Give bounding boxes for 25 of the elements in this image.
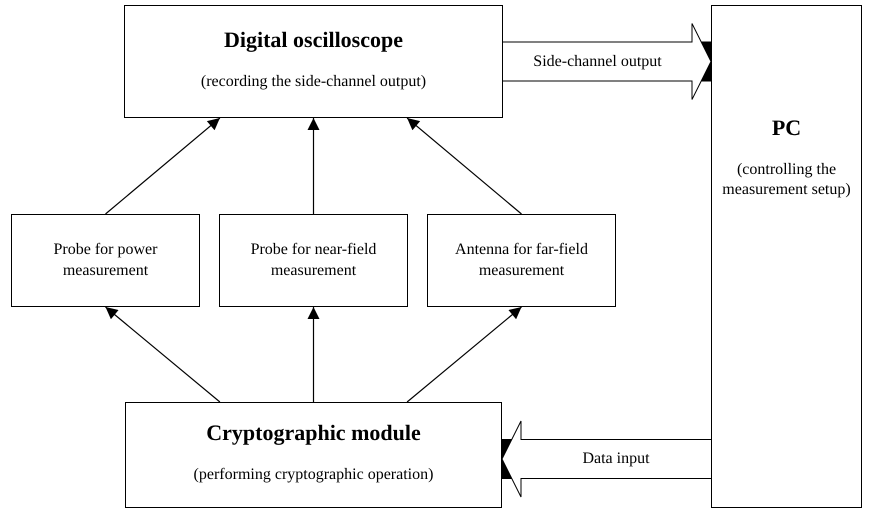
arrow [105,118,220,214]
box-text: (recording the side-channel output) [200,72,426,92]
arrow [308,307,320,402]
box-text: Probe for power measurement [52,240,158,280]
box-title: PC [772,114,802,142]
process-box [124,5,503,118]
box-text: (performing cryptographic operation) [194,464,434,484]
box-text: (controlling the measurement setup) [721,160,852,200]
process-box [711,5,862,508]
edge-label: Side-channel output [533,54,662,70]
arrow [105,306,220,402]
edge-label: Data input [582,451,650,467]
block-arrow [503,23,712,100]
arrow [308,118,320,214]
process-box [125,402,502,508]
box-text: Antenna for far-field measurement [454,240,589,280]
process-box [427,214,616,307]
process-box [11,214,200,307]
arrow [406,306,522,402]
box-title: Digital oscilloscope [224,26,404,54]
arrow [406,118,522,214]
box-text: Probe for near-field measurement [250,240,378,280]
box-title: Cryptographic module [206,419,421,446]
block-arrow [502,420,711,498]
process-box [219,214,408,307]
